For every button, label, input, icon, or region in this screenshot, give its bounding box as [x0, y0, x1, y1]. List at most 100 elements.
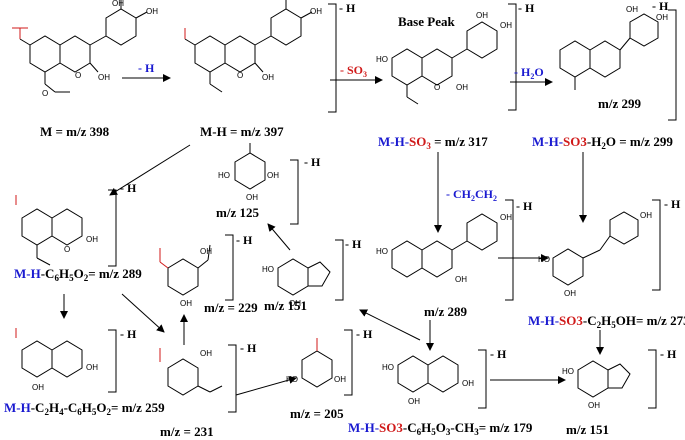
label-mh289: M-H-C6H5O2= m/z 289	[14, 266, 142, 283]
label-mh259: M-H-C2H4-C6H5O2= m/z 259	[4, 400, 165, 417]
charge-label: - H	[652, 0, 669, 13]
charge-label: - H	[339, 1, 356, 15]
atom-oh: OH	[462, 379, 474, 388]
label-mh317: M-H-SO3 = m/z 317	[378, 134, 488, 151]
atom-oh: OH	[180, 299, 192, 308]
charge-label: - H	[120, 181, 137, 195]
molecule-mh273: HO OH OH	[538, 211, 652, 298]
charge-bracket	[344, 329, 353, 396]
atom-oh: OH	[32, 383, 44, 392]
atom-oh: OH	[456, 83, 468, 92]
atom-oh: OH	[262, 73, 274, 82]
charge-bracket	[652, 199, 661, 291]
atom-oh: OH	[500, 21, 512, 30]
charge-bracket	[290, 159, 299, 225]
charge-bracket	[225, 234, 234, 301]
atom-oh: OH	[334, 375, 346, 384]
molecule-mz151-mid: HO OH	[262, 258, 331, 308]
label-m398: M = m/z 398	[40, 124, 110, 139]
label-mh299: M-H-SO3-H2O = m/z 299	[532, 134, 673, 151]
reaction-minus-h: - H	[138, 61, 155, 75]
atom-oh: OH	[200, 247, 212, 256]
atom-ho: HO	[376, 247, 388, 256]
molecule-mz299: OH OH	[559, 5, 668, 90]
charge-bracket	[648, 349, 657, 409]
atom-oh: OH	[564, 289, 576, 298]
molecule-mz151-right: HO OH	[562, 360, 631, 410]
arrow-to-231	[121, 293, 165, 333]
molecule-mz231: OH	[159, 348, 223, 396]
atom-ho: HO	[286, 375, 298, 384]
atom-o: O	[42, 89, 48, 98]
charge-label: - H	[356, 327, 373, 341]
atom-oh: OH	[640, 211, 652, 220]
molecule-mh289-left: OH O	[15, 195, 98, 266]
charge-bracket	[335, 239, 344, 301]
atom-ho: HO	[262, 265, 274, 274]
arrow-to-205	[235, 376, 297, 396]
atom-oh: OH	[146, 7, 158, 16]
charge-label: - H	[516, 199, 533, 213]
label-mz151-mid: m/z 151	[264, 298, 307, 313]
molecule-mh179: HO OH OH	[382, 355, 474, 406]
charge-label: - H	[236, 233, 253, 247]
atom-oh: OH	[86, 235, 98, 244]
label-mz205: m/z = 205	[290, 406, 344, 421]
label-mh179: M-H-SO3-C6H5O3-CH3= m/z 179	[348, 420, 533, 437]
atom-ho: HO	[218, 171, 230, 180]
molecule-mz289-right: HO OH OH	[376, 213, 512, 284]
label-mz289-right: m/z 289	[424, 304, 467, 319]
molecule-mh259: OH OH	[15, 328, 98, 392]
molecule-mh317: HO O OH OH OH	[376, 11, 512, 105]
charge-label: - H	[660, 347, 677, 361]
charge-label: - H	[490, 347, 507, 361]
atom-oh: OH	[200, 349, 212, 358]
molecule-m398: O OH OH OH O	[12, 0, 158, 98]
atom-oh: OH	[476, 11, 488, 20]
charge-bracket	[108, 329, 117, 393]
atom-o: O	[237, 71, 243, 80]
label-mh273: M-H-SO3-C2H5OH= m/z 273	[528, 313, 685, 330]
atom-o: O	[64, 245, 70, 254]
label-base-peak: Base Peak	[398, 14, 455, 29]
charge-bracket	[478, 349, 487, 409]
atom-oh: OH	[289, 299, 301, 308]
atom-oh: OH	[86, 363, 98, 372]
atom-oh: OH	[626, 5, 638, 14]
atom-oh: OH	[310, 7, 322, 16]
charge-label: - H	[240, 341, 257, 355]
charge-label: - H	[518, 1, 535, 15]
charge-bracket	[505, 199, 514, 301]
charge-bracket	[668, 9, 677, 121]
molecule-mh397: O OH OH	[184, 0, 322, 93]
molecule-mz205: HO OH	[286, 338, 346, 388]
atom-ho: HO	[382, 363, 394, 372]
atom-oh: OH	[112, 0, 124, 8]
atom-ho: HO	[562, 367, 574, 376]
atom-oh: OH	[656, 13, 668, 22]
atom-o: O	[75, 71, 81, 80]
arrow-to-289-left	[109, 144, 191, 196]
atom-oh: OH	[246, 193, 258, 202]
atom-oh: OH	[267, 171, 279, 180]
label-mz125: m/z 125	[216, 205, 259, 220]
atom-oh: OH	[455, 275, 467, 284]
atom-ho: HO	[538, 255, 550, 264]
arrow-to-151-mid	[359, 309, 421, 341]
atom-oh: OH	[98, 73, 110, 82]
reaction-minus-ethene: - CH2CH2	[446, 187, 497, 203]
charge-bracket	[508, 3, 517, 111]
charge-label: - H	[304, 155, 321, 169]
atom-o: O	[434, 83, 440, 92]
charge-bracket	[228, 344, 237, 413]
charge-label: - H	[664, 197, 681, 211]
charge-bracket	[108, 189, 117, 267]
label-mh397: M-H = m/z 397	[200, 124, 284, 139]
atom-oh: OH	[588, 401, 600, 410]
label-mz151-right: m/z 151	[566, 422, 609, 437]
arrow-to-125	[267, 223, 291, 251]
label-mz231: m/z = 231	[160, 424, 214, 439]
charge-label: - H	[345, 237, 362, 251]
